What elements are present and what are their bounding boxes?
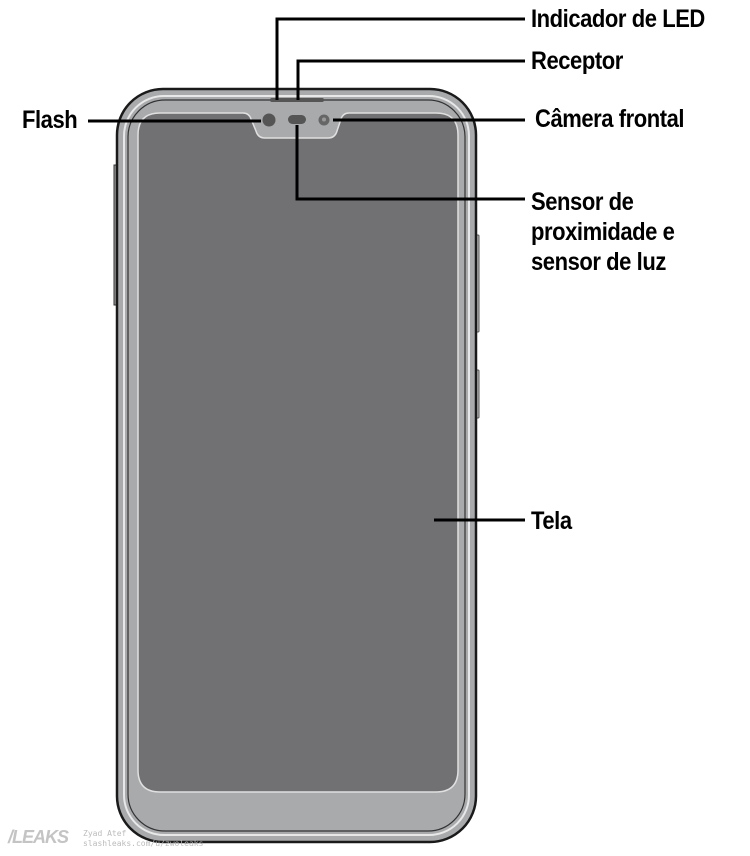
leader-sensor xyxy=(295,125,525,201)
watermark-logo: /LEAKS xyxy=(8,827,69,847)
label-sensor-line3: sensor de luz xyxy=(531,248,666,276)
label-sensor-line2: proximidade e xyxy=(531,218,675,246)
label-led: Indicador de LED xyxy=(531,5,705,33)
leader-led xyxy=(275,17,525,100)
label-front-camera: Câmera frontal xyxy=(535,105,685,133)
proximity-sensor xyxy=(288,115,306,124)
leader-receiver xyxy=(296,59,525,100)
leader-lines xyxy=(88,17,525,522)
screen xyxy=(137,112,459,793)
label-sensor-line1: Sensor de xyxy=(531,188,634,216)
label-receiver: Receptor xyxy=(531,47,623,75)
label-flash: Flash xyxy=(22,106,78,134)
watermark-author: Zyad Atef xyxy=(83,829,127,838)
watermark-url: slashleaks.com/u/zwoleaks xyxy=(83,839,204,848)
label-screen: Tela xyxy=(531,507,572,535)
front-camera-lens xyxy=(322,117,326,122)
flash-icon xyxy=(262,113,276,127)
